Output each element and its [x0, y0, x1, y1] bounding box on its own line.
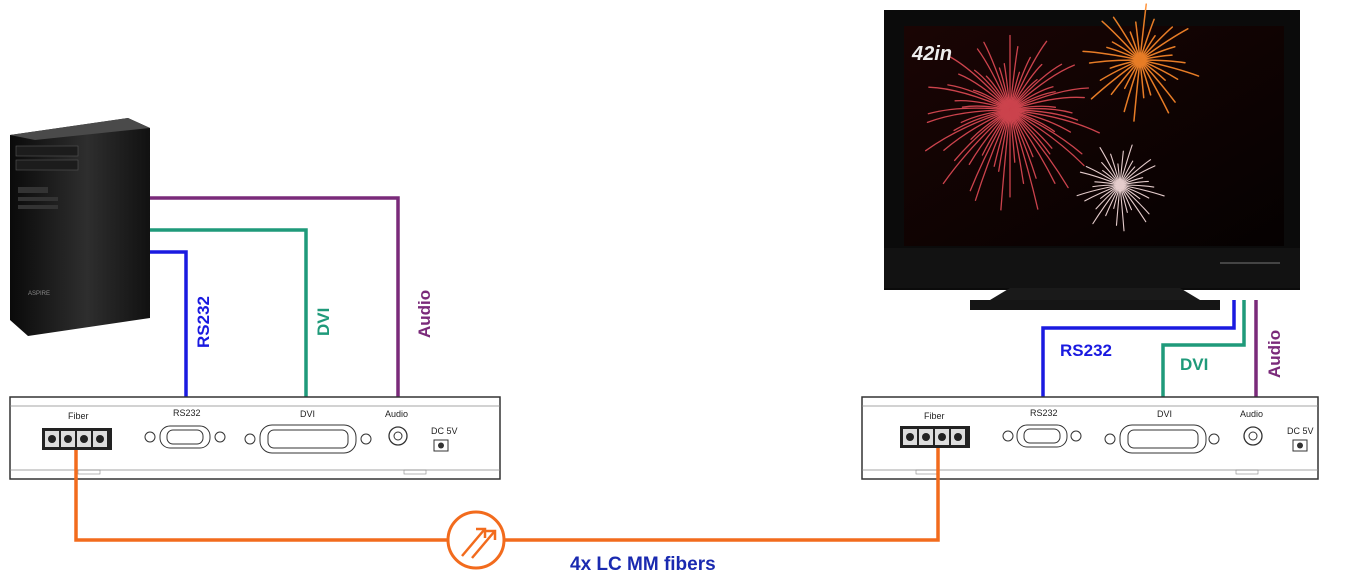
port-label-fiber: Fiber	[68, 411, 89, 421]
fiber-port	[42, 428, 112, 450]
port-label-power: DC 5V	[1287, 426, 1314, 436]
audio-port	[388, 426, 408, 446]
port-label-dvi: DVI	[300, 409, 315, 419]
label-rs232-left: RS232	[194, 296, 213, 348]
audio-cable-left	[150, 196, 400, 398]
rs232-port	[144, 425, 226, 449]
rs232-port	[1002, 424, 1082, 448]
transmitter-unit: Fiber RS232 DVI Audio DC 5V	[9, 396, 501, 480]
label-audio-left: Audio	[415, 290, 434, 338]
svg-text:ASPIRE: ASPIRE	[28, 291, 50, 297]
rs232-cable-right	[1041, 300, 1236, 398]
port-label-audio: Audio	[1240, 409, 1263, 419]
port-label-audio: Audio	[385, 409, 408, 419]
tv-screen	[904, 26, 1284, 246]
port-label-dvi: DVI	[1157, 409, 1172, 419]
pc-tower: ASPIRE	[10, 118, 150, 336]
port-label-rs232: RS232	[1030, 408, 1058, 418]
television: 42in	[884, 3, 1300, 310]
power-port	[433, 439, 449, 452]
port-label-power: DC 5V	[431, 426, 458, 436]
tv-size-badge: 42in	[911, 43, 952, 65]
right-cables	[1041, 300, 1258, 398]
rs232-cable-left	[150, 250, 188, 398]
fiber-cable	[74, 448, 940, 542]
dvi-cable-right	[1161, 300, 1246, 398]
audio-port	[1243, 426, 1263, 446]
dvi-cable-left	[150, 228, 308, 398]
label-dvi-left: DVI	[314, 308, 333, 336]
left-cables	[150, 196, 400, 398]
power-port	[1292, 439, 1308, 452]
fiber-link: 4x LC MM fibers	[74, 448, 940, 574]
label-rs232-right: RS232	[1060, 341, 1112, 360]
dvi-port	[244, 424, 372, 454]
fiber-link-label: 4x LC MM fibers	[570, 554, 716, 574]
fireworks-image	[925, 3, 1200, 232]
port-label-rs232: RS232	[173, 408, 201, 418]
label-audio-right: Audio	[1265, 330, 1284, 378]
receiver-unit: Fiber RS232 DVI Audio DC 5V	[861, 396, 1319, 480]
dvi-port	[1104, 424, 1220, 454]
port-label-fiber: Fiber	[924, 411, 945, 421]
fiber-port	[900, 426, 970, 448]
label-dvi-right: DVI	[1180, 355, 1208, 374]
optical-signal-icon	[446, 510, 506, 570]
